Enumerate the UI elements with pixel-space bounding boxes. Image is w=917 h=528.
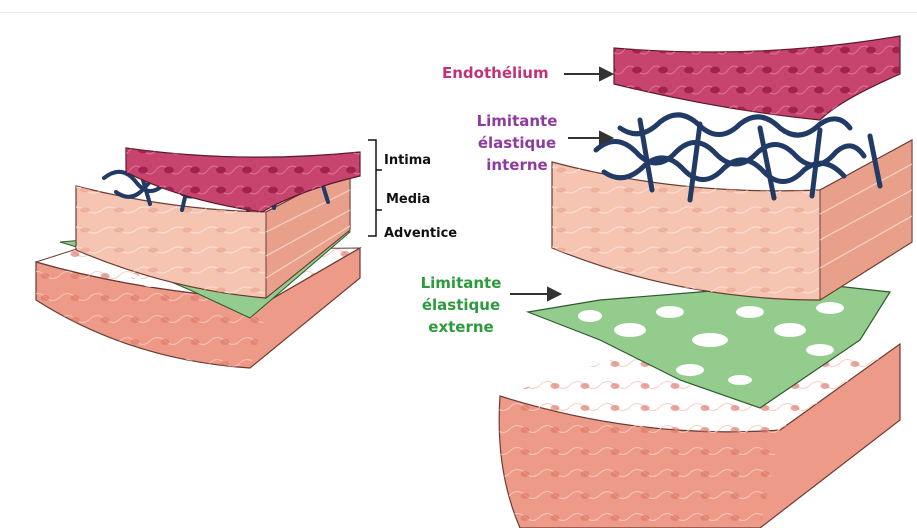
arrow-endothelium xyxy=(564,68,612,80)
label-lee-line1: Limitante xyxy=(398,272,524,294)
label-lei-line1: Limitante xyxy=(452,110,582,132)
label-lee-line2: élastique xyxy=(398,294,524,316)
label-limitante-elastique-interne: Limitante élastique interne xyxy=(452,110,582,176)
label-endothelium: Endothélium xyxy=(442,62,549,84)
left-layer-brackets xyxy=(368,140,382,236)
right-endothelium-layer xyxy=(614,36,900,120)
label-lei-line2: élastique xyxy=(452,132,582,154)
label-adventice: Adventice xyxy=(384,226,457,241)
label-media: Media xyxy=(386,192,430,207)
label-intima: Intima xyxy=(384,153,431,168)
label-lee-line3: externe xyxy=(398,316,524,338)
label-lei-line3: interne xyxy=(452,154,582,176)
label-limitante-elastique-externe: Limitante élastique externe xyxy=(398,272,524,338)
